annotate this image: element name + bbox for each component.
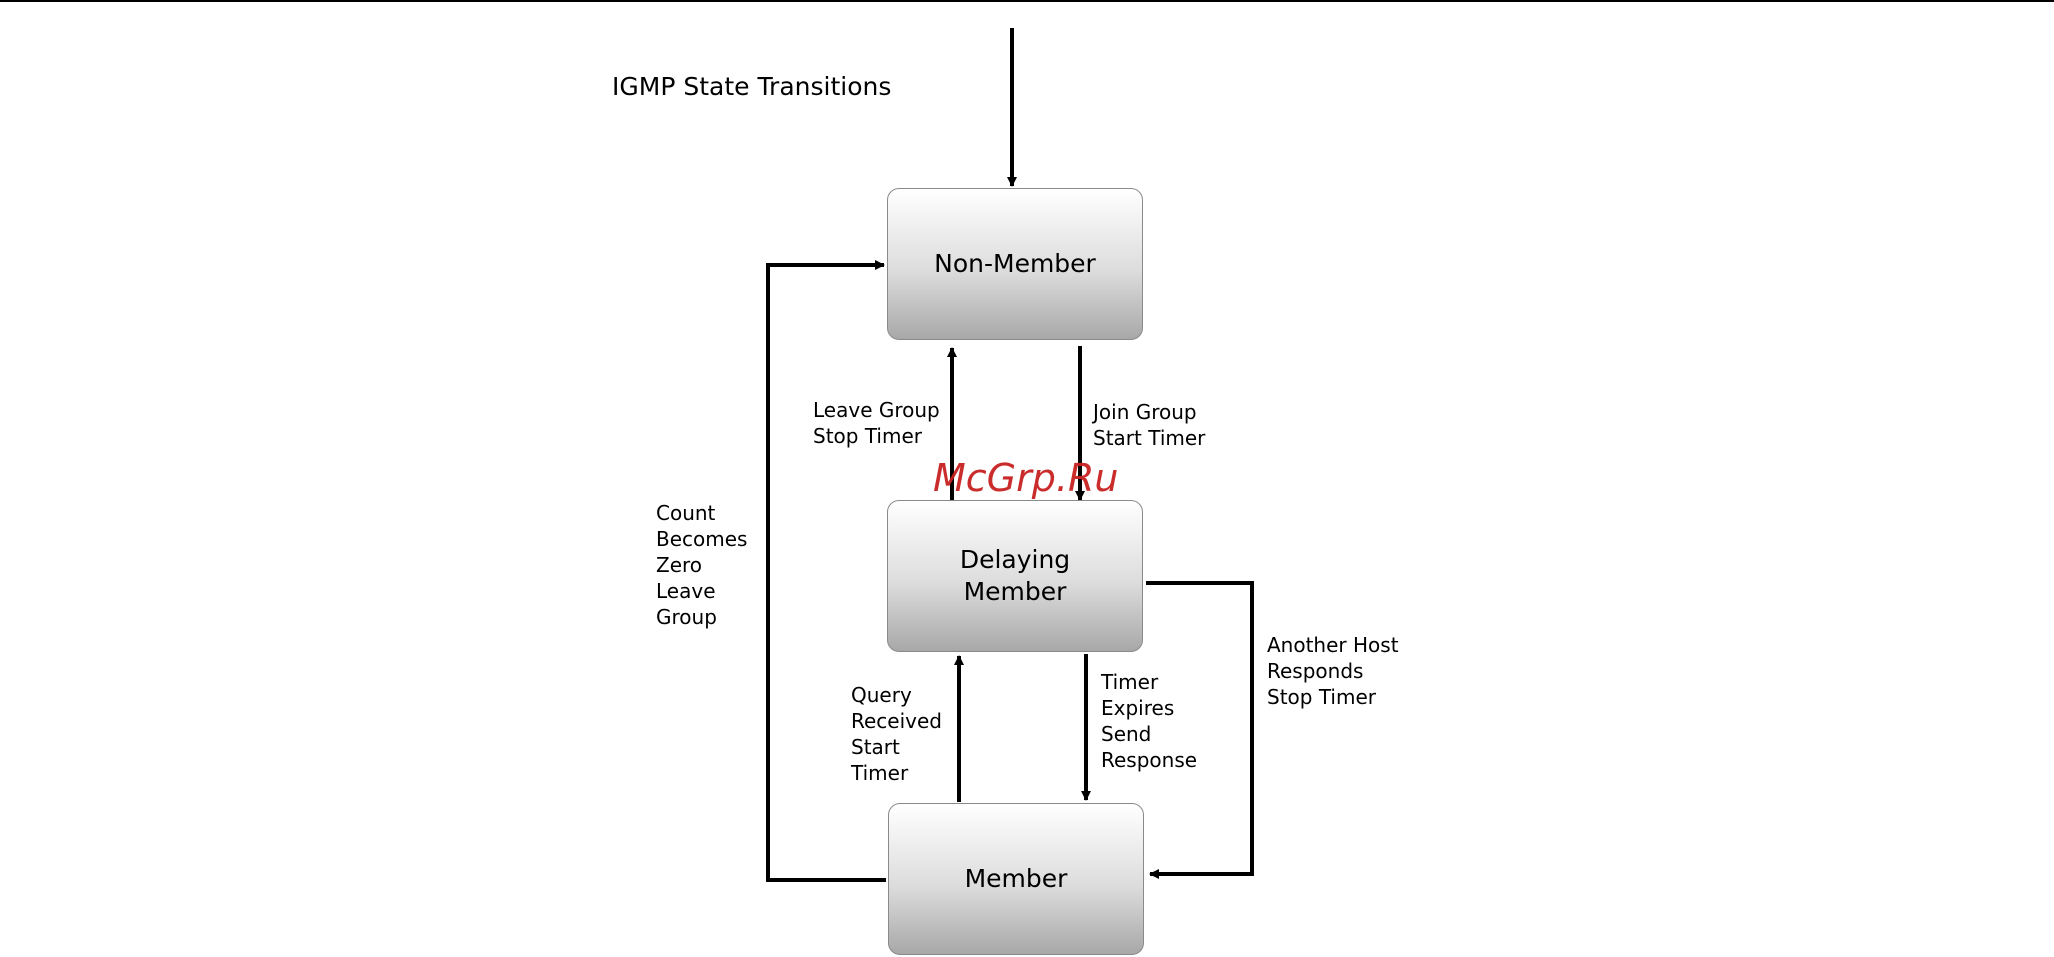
label-count-zero-line5: Group	[656, 604, 747, 630]
state-member-label: Member	[965, 863, 1068, 895]
label-count-zero-line3: Zero	[656, 552, 747, 578]
label-timer-line4: Response	[1101, 747, 1197, 773]
label-another-host-line2: Responds	[1267, 658, 1399, 684]
label-query-line2: Received	[851, 708, 942, 734]
label-count-zero: Count Becomes Zero Leave Group	[656, 500, 747, 630]
state-delaying-label-line1: Delaying	[960, 544, 1070, 576]
label-join-group-line2: Start Timer	[1093, 425, 1205, 451]
label-count-zero-line2: Becomes	[656, 526, 747, 552]
label-query-line1: Query	[851, 682, 942, 708]
watermark: McGrp.Ru	[933, 456, 1118, 500]
state-delaying-member: Delaying Member	[887, 500, 1143, 652]
label-count-zero-line1: Count	[656, 500, 747, 526]
label-leave-group-line2: Stop Timer	[813, 423, 940, 449]
diagram-title: IGMP State Transitions	[612, 72, 891, 101]
state-non-member-label: Non-Member	[934, 248, 1096, 280]
label-query-line4: Timer	[851, 760, 942, 786]
label-timer-line3: Send	[1101, 721, 1197, 747]
label-timer-line2: Expires	[1101, 695, 1197, 721]
label-timer-expires: Timer Expires Send Response	[1101, 669, 1197, 773]
label-query-line3: Start	[851, 734, 942, 760]
label-timer-line1: Timer	[1101, 669, 1197, 695]
label-join-group: Join Group Start Timer	[1093, 399, 1205, 451]
label-count-zero-line4: Leave	[656, 578, 747, 604]
state-member: Member	[888, 803, 1144, 955]
label-leave-group-line1: Leave Group	[813, 397, 940, 423]
label-query-received: Query Received Start Timer	[851, 682, 942, 786]
label-another-host-line1: Another Host	[1267, 632, 1399, 658]
label-another-host-line3: Stop Timer	[1267, 684, 1399, 710]
state-non-member: Non-Member	[887, 188, 1143, 340]
label-leave-group: Leave Group Stop Timer	[813, 397, 940, 449]
state-delaying-label-line2: Member	[960, 576, 1070, 608]
label-join-group-line1: Join Group	[1093, 399, 1205, 425]
count-zero-arrow	[768, 265, 886, 880]
label-another-host: Another Host Responds Stop Timer	[1267, 632, 1399, 710]
